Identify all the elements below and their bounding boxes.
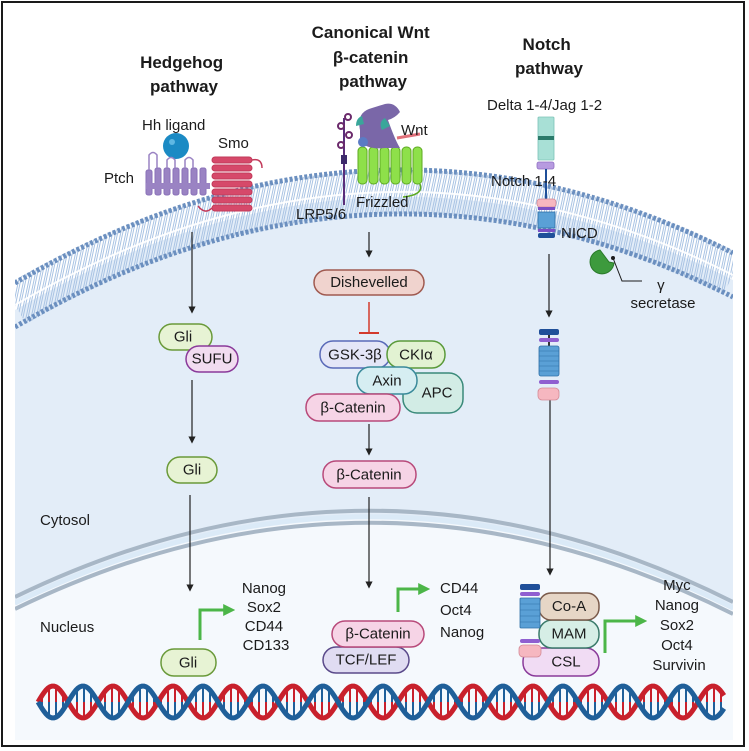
svg-text:β-Catenin: β-Catenin (345, 626, 410, 643)
dna-strand-blue (35, 683, 727, 721)
nicd-label: NICD (561, 225, 598, 242)
ptch-label: Ptch (104, 170, 134, 187)
nicd-cytoplasmic-icon (537, 329, 560, 401)
frizzled-receptor-icon (357, 146, 423, 198)
beta-catenin-cytoplasmic: β-Catenin (322, 460, 417, 489)
svg-text:CSL: CSL (551, 654, 580, 671)
hh-gli-cytoplasmic: Gli (166, 456, 218, 484)
svg-text:Axin: Axin (372, 373, 401, 390)
wnt-label: Wnt (401, 122, 429, 139)
hh-target-genes: Nanog Sox2 CD44 CD133 (242, 580, 290, 654)
svg-text:APC: APC (422, 385, 453, 402)
wnt-title: Canonical Wnt β-catenin pathway (312, 23, 435, 91)
dna-strand-red (35, 683, 727, 721)
notch-transcription-arrow (603, 615, 648, 653)
cytosol-label: Cytosol (40, 512, 90, 529)
notch-target-genes: Myc Nanog Sox2 Oct4 Survivin (652, 577, 705, 674)
smo-label: Smo (218, 135, 249, 152)
gamma-secretase-label: γ secretase (630, 277, 695, 312)
svg-text:Gli: Gli (179, 655, 197, 672)
gamma-secretase-icon (589, 249, 642, 282)
svg-text:CKIα: CKIα (399, 347, 433, 364)
lrp5-6-coreceptor-icon (337, 113, 353, 205)
destruction-complex: APC GSK-3β CKIα Axin β-Catenin (305, 340, 464, 422)
frizzled-label: Frizzled (356, 194, 409, 211)
nuclear-envelope-gap (15, 514, 733, 611)
svg-text:Gli: Gli (183, 462, 201, 479)
svg-text:TCF/LEF: TCF/LEF (336, 652, 397, 669)
svg-text:MAM: MAM (552, 626, 587, 643)
svg-text:β-Catenin: β-Catenin (320, 400, 385, 417)
hh-transcription-arrow (198, 604, 236, 640)
dna-double-helix (35, 683, 727, 721)
wnt-nuclear-complex: TCF/LEF β-Catenin (322, 620, 425, 674)
wnt-target-genes: CD44 Oct4 Nanog (440, 580, 484, 641)
nuclear-envelope-outer (15, 508, 733, 604)
ptch-receptor-icon (145, 151, 210, 196)
lrp5-6-label: LRP5/6 (296, 206, 346, 223)
svg-text:Co-A: Co-A (552, 598, 586, 615)
notch-receptor-label: Notch 1-4 (491, 173, 556, 190)
svg-text:β-Catenin: β-Catenin (336, 467, 401, 484)
nuclear-envelope-inner (15, 520, 733, 616)
wnt-transcription-arrow (396, 583, 431, 612)
hh-ligand-icon (163, 133, 189, 159)
wnt-ligand-icon (356, 103, 421, 149)
delta-jag-ligand-icon (537, 116, 555, 161)
hh-gli-sufu-complex: Gli SUFU (158, 323, 239, 373)
hh-ligand-label: Hh ligand (142, 117, 205, 134)
notch-nuclear-complex: CSL MAM Co-A (518, 584, 600, 677)
hedgehog-title: Hedgehog pathway (140, 53, 228, 96)
smo-receptor-icon (197, 156, 263, 212)
membrane-inner-leaflet (15, 211, 733, 330)
svg-text:Dishevelled: Dishevelled (330, 274, 408, 291)
notch-receptor-icon (536, 161, 557, 238)
notch-title: Notch pathway (515, 35, 584, 78)
nucleus-label: Nucleus (40, 619, 94, 636)
svg-text:GSK-3β: GSK-3β (328, 347, 382, 364)
svg-text:Gli: Gli (174, 329, 192, 346)
svg-text:SUFU: SUFU (192, 351, 233, 368)
dishevelled-pill: Dishevelled (313, 269, 425, 296)
delta-jag-label: Delta 1-4/Jag 1-2 (487, 97, 602, 114)
hh-gli-nuclear: Gli (160, 648, 217, 677)
